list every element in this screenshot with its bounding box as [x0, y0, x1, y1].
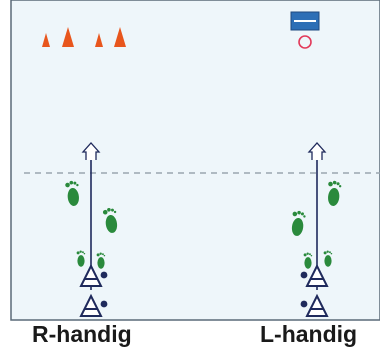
basket [290, 11, 320, 49]
hoop-icon [298, 35, 312, 49]
ball-icon [100, 300, 108, 308]
drill-right-handed [64, 142, 120, 317]
drill-left-handed [289, 142, 342, 317]
court-area [10, 0, 380, 321]
cone-icon [95, 33, 103, 47]
cone-icon [114, 27, 126, 47]
cones [42, 27, 126, 47]
arrow-icon [81, 142, 101, 160]
label-right-handed: R-handig [32, 321, 132, 347]
label-left-handed: L-handig [260, 321, 358, 347]
player-icon [79, 293, 103, 317]
cone-icon [42, 33, 50, 47]
player-icon [79, 263, 103, 287]
court-diagram [10, 0, 380, 321]
player-icon [305, 263, 329, 287]
ball-icon [300, 300, 308, 308]
player-icon [305, 293, 329, 317]
arrow-icon [307, 142, 327, 160]
ball-icon [300, 271, 308, 279]
cone-icon [62, 27, 74, 47]
ball-icon [100, 271, 108, 279]
